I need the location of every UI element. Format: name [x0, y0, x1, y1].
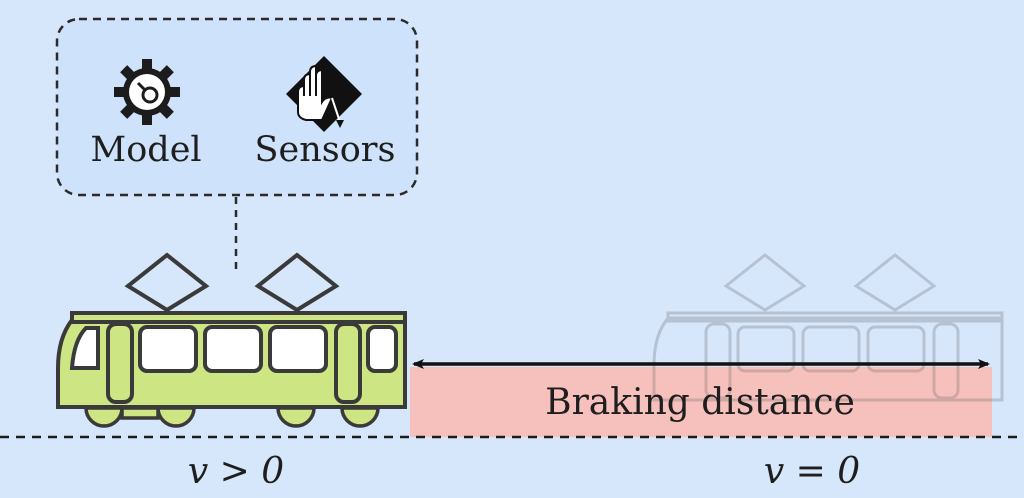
tram-moving	[56, 252, 407, 428]
model-label: Model	[90, 130, 201, 170]
velocity-stopped-label: v = 0	[764, 451, 860, 492]
braking-distance-label: Braking distance	[545, 382, 855, 423]
tram-stopped	[652, 253, 1004, 402]
braking-zone	[410, 367, 992, 437]
sensors-label: Sensors	[255, 130, 396, 170]
velocity-moving-label: v > 0	[188, 451, 284, 492]
hand-sensor-icon	[286, 56, 362, 132]
gear-icon	[114, 59, 180, 125]
